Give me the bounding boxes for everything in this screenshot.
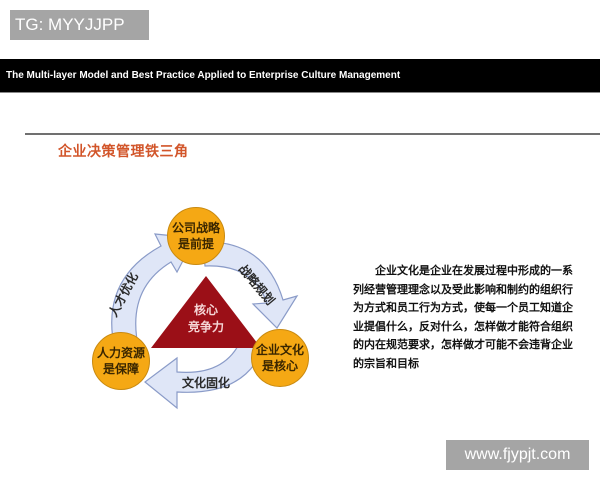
node-enterprise-culture: 企业文化 是核心 (251, 329, 309, 387)
core-line-1: 核心 (193, 303, 218, 317)
arrow-culture-solidification-icon (144, 339, 264, 410)
node-line-2: 是保障 (102, 362, 139, 376)
watermark-top: TG: MYYJJPP (10, 10, 149, 40)
node-line-1: 企业文化 (255, 343, 304, 357)
node-human-resources: 人力资源 是保障 (92, 332, 150, 390)
node-line-1: 公司战略 (171, 221, 220, 235)
node-line-1: 人力资源 (96, 346, 145, 360)
banner-title: The Multi-layer Model and Best Practice … (6, 70, 401, 81)
core-competitiveness: 核心 竞争力 (178, 302, 234, 336)
label-culture-solidification: 文化固化 (182, 376, 231, 390)
node-line-2: 是核心 (261, 359, 298, 373)
core-line-2: 竞争力 (187, 320, 224, 334)
watermark-bottom: www.fjypjt.com (446, 440, 589, 470)
section-title: 企业决策管理铁三角 (58, 144, 189, 160)
title-banner: The Multi-layer Model and Best Practice … (0, 59, 600, 93)
iron-triangle-diagram: 核心 竞争力 公司战略 是前提 企业文化 是核心 人力资源 是保障 战略规划 文… (85, 200, 325, 410)
diagram-graphics (111, 233, 299, 410)
description-text: 企业文化是企业在发展过程中形成的一系列经营管理理念以及受此影响和制约的组织行为方… (353, 262, 583, 374)
arrow-strategy-planning-icon (202, 241, 299, 329)
description-paragraph: 企业文化是企业在发展过程中形成的一系列经营管理理念以及受此影响和制约的组织行为方… (353, 264, 573, 370)
divider-line (25, 133, 600, 135)
node-line-2: 是前提 (177, 237, 214, 251)
node-company-strategy: 公司战略 是前提 (167, 207, 225, 265)
core-triangle-icon (151, 276, 261, 348)
